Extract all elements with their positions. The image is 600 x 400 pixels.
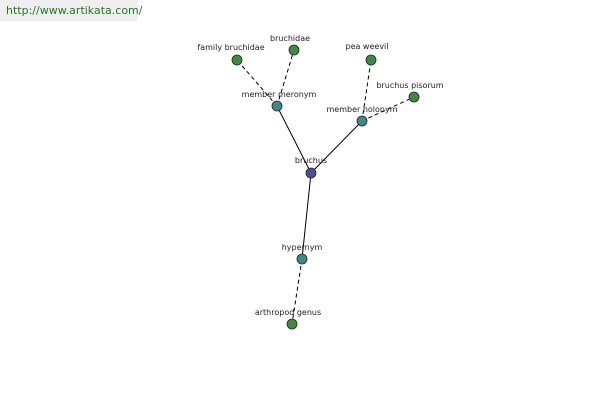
- edge-member-holonym-to-bruchus-pisorum: [361, 96, 415, 122]
- nodes-layer: bruchus member meronym member holonym hyper…: [197, 34, 444, 330]
- node-label-bruchus: bruchus: [295, 156, 327, 165]
- node-label-hypernym: hypernym: [282, 243, 323, 252]
- edge-bruchus-to-hypernym: [301, 172, 312, 260]
- node-bruchus-pisorum[interactable]: [408, 91, 420, 103]
- node-arthropod-genus[interactable]: [286, 318, 298, 330]
- node-hypernym[interactable]: [296, 253, 308, 265]
- node-label-bruchidae: bruchidae: [270, 34, 310, 43]
- node-bruchidae[interactable]: [288, 44, 300, 56]
- edge-bruchus-to-member-holonym: [310, 120, 363, 174]
- edge-bruchus-to-member-meronym: [276, 105, 312, 174]
- node-bruchus[interactable]: [305, 167, 317, 179]
- node-label-bruchus-pisorum: bruchus pisorum: [376, 81, 443, 90]
- node-member-holonym[interactable]: [356, 115, 368, 127]
- node-member-meronym[interactable]: [271, 100, 283, 112]
- edge-member-meronym-to-bruchidae: [276, 49, 295, 107]
- edge-member-meronym-to-family-bruchidae: [236, 59, 278, 107]
- edges-layer: [236, 49, 415, 325]
- node-label-family-bruchidae: family bruchidae: [197, 43, 264, 52]
- node-label-pea-weevil: pea weevil: [345, 42, 388, 51]
- source-url-link[interactable]: http://www.artikata.com/: [0, 0, 142, 21]
- node-label-member-holonym: member holonym: [326, 105, 397, 114]
- edge-member-holonym-to-pea-weevil: [361, 59, 372, 122]
- node-family-bruchidae[interactable]: [231, 54, 243, 66]
- node-label-arthropod-genus: arthropod genus: [255, 308, 321, 317]
- edge-hypernym-to-arthropod-genus: [291, 258, 303, 325]
- node-pea-weevil[interactable]: [365, 54, 377, 66]
- node-label-member-meronym: member meronym: [242, 90, 317, 99]
